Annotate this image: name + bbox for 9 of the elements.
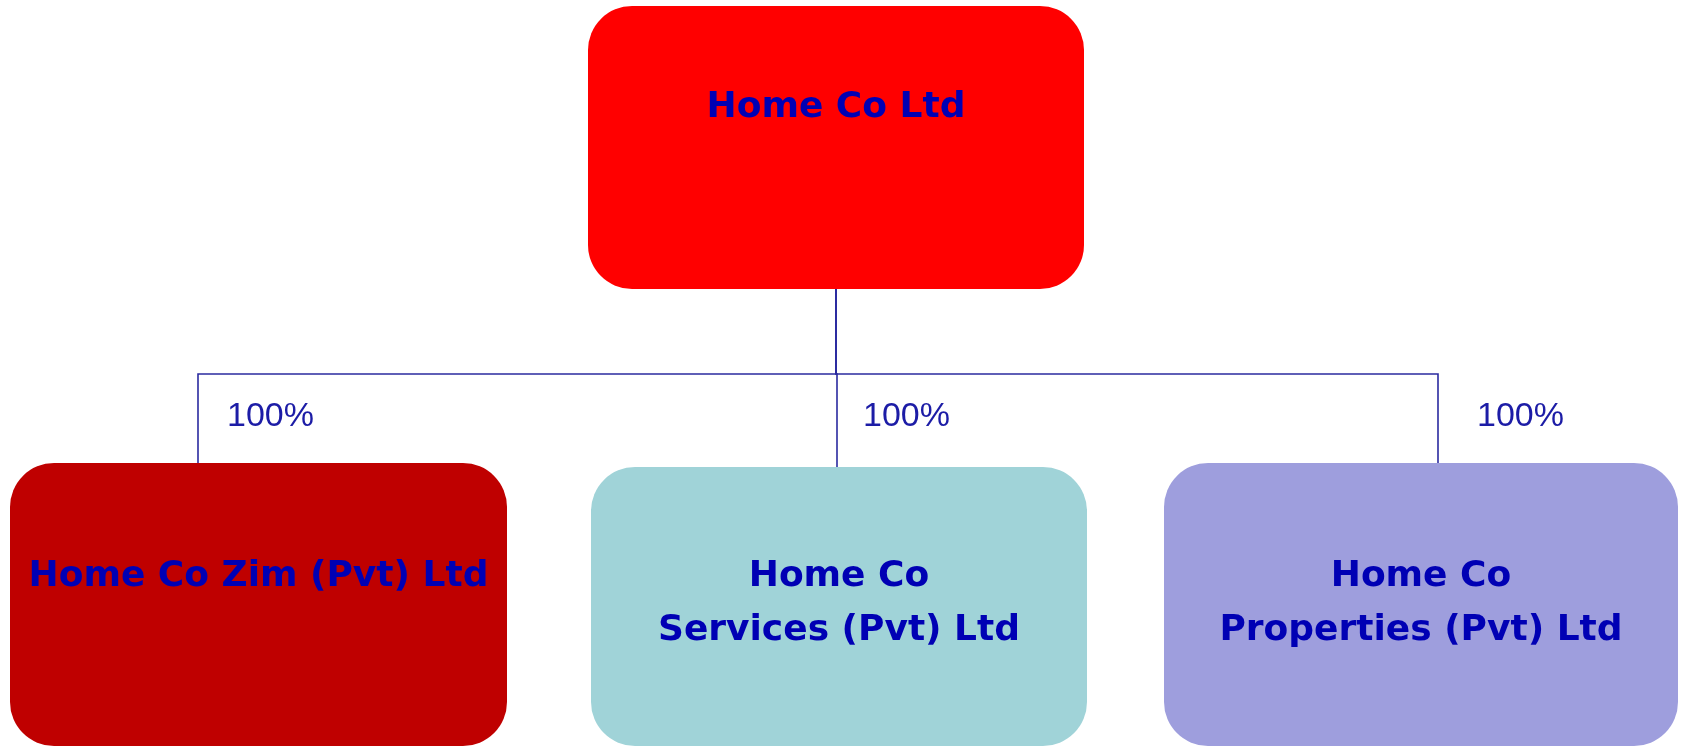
company-name: Home Co Zim (Pvt) Ltd [28, 552, 489, 596]
company-name: Home Co Properties (Pvt) Ltd [1218, 552, 1624, 650]
company-box [588, 6, 1084, 289]
company-name: Home Co Ltd [706, 83, 966, 127]
company-name: Home Co Services (Pvt) Ltd [656, 552, 1021, 650]
company-box [1164, 463, 1678, 746]
connector-line [835, 288, 1439, 464]
company-box [591, 467, 1087, 746]
company-box [10, 463, 507, 746]
